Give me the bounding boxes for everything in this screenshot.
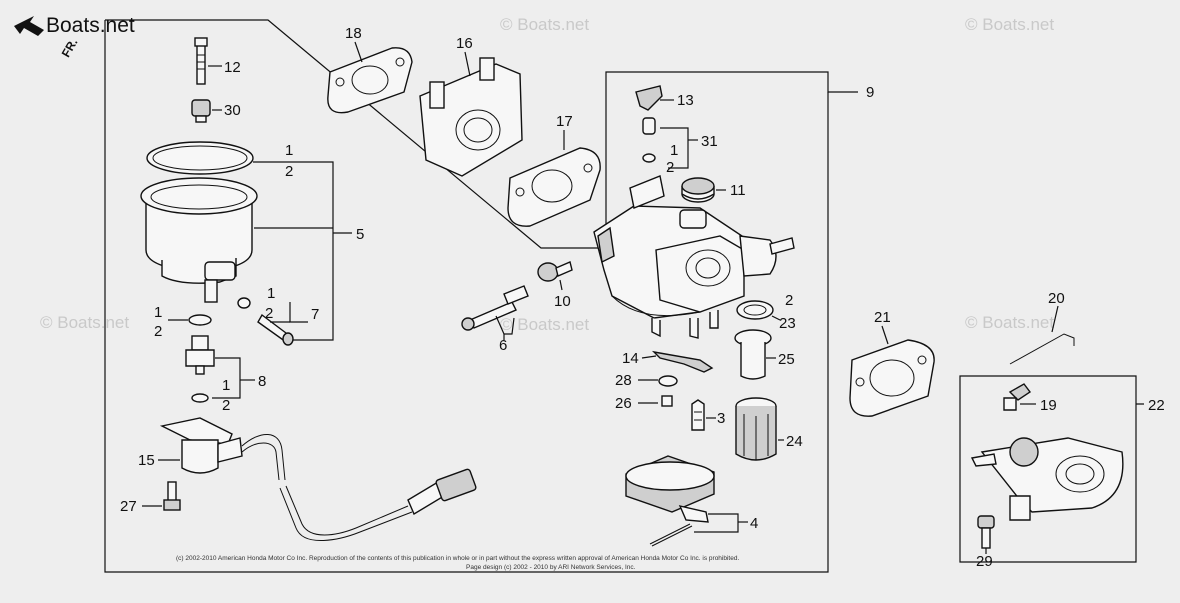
part-29-bolt xyxy=(977,515,995,549)
callout-24: 24 xyxy=(786,433,803,450)
brand-text: Boats.net xyxy=(46,14,135,37)
part-12-screw xyxy=(194,37,208,85)
callout-5: 5 xyxy=(356,226,364,243)
direction-label: FR. xyxy=(59,36,81,60)
brand-logo: Boats.net FR. xyxy=(14,14,135,60)
part-7-drain-screw xyxy=(237,297,294,346)
part-5-float-chamber xyxy=(140,177,258,303)
part-20-choke-rod xyxy=(1009,333,1075,365)
callout-28: 28 xyxy=(615,372,632,389)
watermark-mid-center: © Boats.net xyxy=(500,315,589,334)
part-6-stop-screw xyxy=(461,285,529,331)
part-25-tube xyxy=(734,329,772,380)
callout-30: 30 xyxy=(224,102,241,119)
part-washer-upper xyxy=(188,314,212,326)
callout-12: 12 xyxy=(224,59,241,76)
part-8-bolt xyxy=(185,335,215,375)
callout-16: 16 xyxy=(456,35,473,52)
callout-18: 18 xyxy=(345,25,362,42)
part-27-bolt xyxy=(163,481,181,511)
part-28-washer xyxy=(658,375,678,387)
callout-31: 31 xyxy=(701,133,718,150)
callout-4: 4 xyxy=(750,515,758,532)
callout-2-valve: 2 xyxy=(666,159,674,176)
callout-1-bolt8: 1 xyxy=(222,377,230,394)
front-arrow-icon xyxy=(14,16,44,36)
part-11-cap xyxy=(681,177,715,203)
callout-2-gasket: 2 xyxy=(285,163,293,180)
callout-15: 15 xyxy=(138,452,155,469)
part-18-gasket xyxy=(327,47,413,114)
callout-17: 17 xyxy=(556,113,573,130)
callout-1-screw7: 1 xyxy=(267,285,275,302)
callout-1-gasket: 1 xyxy=(285,142,293,159)
callout-9: 9 xyxy=(866,84,874,101)
part-3-float-needle xyxy=(691,399,705,431)
callout-1-washer: 1 xyxy=(154,304,162,321)
part-13-choke-knob xyxy=(635,85,663,111)
callout-23: 23 xyxy=(779,315,796,332)
part-31-valve xyxy=(642,117,656,163)
callout-21: 21 xyxy=(874,309,891,326)
callout-10: 10 xyxy=(554,293,571,310)
part-15-fuel-cut-solenoid xyxy=(159,417,477,542)
callout-2-screw7: 2 xyxy=(265,305,273,322)
part-26-screw xyxy=(661,395,673,407)
callout-25: 25 xyxy=(778,351,795,368)
part-23-gasket xyxy=(736,300,774,320)
callout-19: 19 xyxy=(1040,397,1057,414)
watermark-mid-left: © Boats.net xyxy=(40,313,129,332)
part-30-jet xyxy=(191,99,211,123)
part-gasket-ring xyxy=(146,141,254,175)
frame-outline xyxy=(104,20,829,573)
callout-6: 6 xyxy=(499,337,507,354)
part-21-gasket xyxy=(849,339,935,417)
page-design-text: Page design (c) 2002 - 2010 by ARI Netwo… xyxy=(466,564,636,571)
part-22-lever-bracket xyxy=(970,437,1124,521)
callout-26: 26 xyxy=(615,395,632,412)
part-14-plate xyxy=(651,350,714,373)
part-24-main-jet-holder xyxy=(735,397,777,461)
part-10-screw xyxy=(537,261,573,282)
part-17-gasket xyxy=(507,147,601,227)
callout-7: 7 xyxy=(311,306,319,323)
callout-20: 20 xyxy=(1048,290,1065,307)
part-16-insulator xyxy=(419,57,523,177)
callout-11: 11 xyxy=(730,182,746,199)
callout-1-valve: 1 xyxy=(670,142,678,159)
part-19-clip xyxy=(1003,383,1032,411)
callout-2-bolt8: 2 xyxy=(222,397,230,414)
watermark-top-right: © Boats.net xyxy=(965,15,1054,34)
callout-8: 8 xyxy=(258,373,266,390)
callout-14: 14 xyxy=(622,350,639,367)
callout-13: 13 xyxy=(677,92,694,109)
part-4-float xyxy=(625,455,715,547)
callout-27: 27 xyxy=(120,498,137,515)
frame-top-outline xyxy=(105,19,858,249)
callout-29: 29 xyxy=(976,553,993,570)
copyright-text: (c) 2002-2010 American Honda Motor Co In… xyxy=(176,555,739,562)
watermark-top-center: © Boats.net xyxy=(500,15,589,34)
callout-2-washer: 2 xyxy=(154,323,162,340)
callout-3: 3 xyxy=(717,410,725,427)
watermark-mid-right: © Boats.net xyxy=(965,313,1054,332)
callout-22: 22 xyxy=(1148,397,1165,414)
callout-2-gasket23: 2 xyxy=(785,292,793,309)
part-washer-lower xyxy=(191,393,209,403)
part-9-carburetor-body xyxy=(593,175,795,339)
